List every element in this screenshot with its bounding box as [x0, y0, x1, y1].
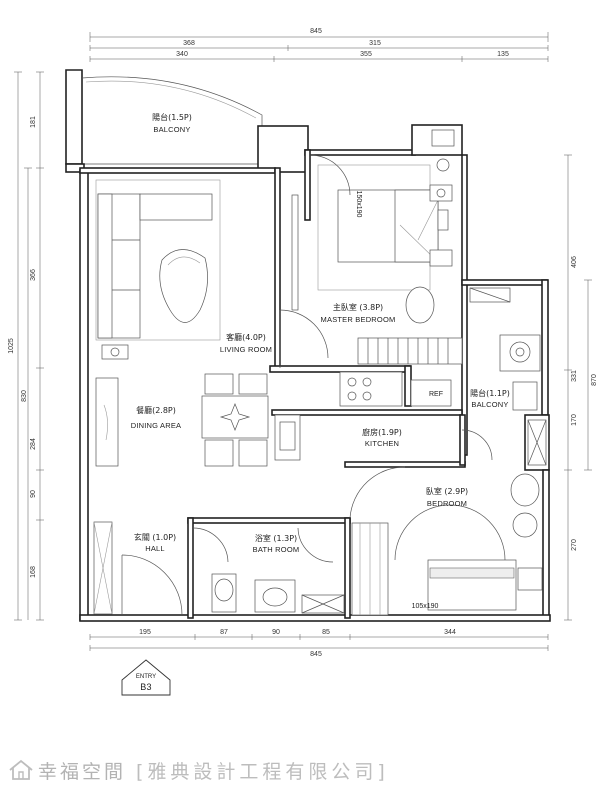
- label-balcony-top-zh: 陽台(1.5P): [152, 112, 192, 122]
- label-kitchen-zh: 廚房(1.9P): [362, 427, 402, 437]
- balcony-right-furniture: [469, 287, 547, 466]
- dim-right-270: 270: [571, 539, 578, 551]
- label-balcony-right-zh: 陽台(1.1P): [470, 388, 510, 398]
- dim-left-284: 284: [30, 438, 37, 450]
- dim-left-366: 366: [30, 269, 37, 281]
- dim-right-331: 331: [571, 370, 578, 382]
- dim-bottom-344: 344: [444, 629, 456, 636]
- room-labels: 陽台(1.5P) BALCONY 客廳(4.0P) LIVING ROOM 主臥…: [131, 112, 510, 610]
- bedroom-furniture: [349, 466, 543, 616]
- dim-bottom-195: 195: [139, 629, 151, 636]
- company-name: [雅典設計工程有限公司]: [136, 760, 389, 783]
- label-ref: REF: [429, 391, 443, 398]
- hall-furniture: [93, 521, 183, 616]
- living-room-furniture: [95, 179, 299, 360]
- dim-top-315: 315: [369, 40, 381, 47]
- master-bedroom-furniture: [309, 129, 463, 365]
- dim-left-1025: 1025: [8, 338, 15, 354]
- bath-furniture: [192, 527, 345, 614]
- dim-top-135: 135: [497, 51, 509, 58]
- label-balcony-top-en: BALCONY: [153, 125, 190, 134]
- label-master-zh: 主臥室 (3.8P): [333, 302, 383, 312]
- bottom-dimensions: 195 87 90 85 344 845: [89, 629, 549, 658]
- top-dimensions: 845 368 315 340 355 135: [89, 28, 549, 62]
- label-master-bed-size: 150x190: [355, 191, 362, 218]
- dim-left-181: 181: [30, 116, 37, 128]
- right-dimensions: 406 331 170 270 870: [564, 154, 598, 621]
- label-bedroom-zh: 臥室 (2.9P): [426, 486, 468, 496]
- dim-bottom-87: 87: [220, 629, 228, 636]
- left-dimensions: 1025 181 366 830 284 90 168: [8, 71, 44, 621]
- dining-furniture: [95, 373, 269, 467]
- footer-watermark: 幸福空間 [雅典設計工程有限公司]: [8, 755, 592, 785]
- label-living-zh: 客廳(4.0P): [226, 332, 266, 342]
- inner-walls: [187, 149, 466, 619]
- label-bed-size: 105x190: [412, 603, 439, 610]
- label-dining-en: DINING AREA: [131, 421, 182, 430]
- dim-top-355: 355: [360, 51, 372, 58]
- balcony-top: [65, 69, 309, 173]
- label-bath-zh: 浴室 (1.3P): [255, 533, 297, 543]
- dim-top-368: 368: [183, 40, 195, 47]
- dim-right-870: 870: [591, 374, 598, 386]
- dim-top-340: 340: [176, 51, 188, 58]
- label-hall-zh: 玄關 (1.0P): [134, 532, 176, 542]
- label-hall-en: HALL: [145, 544, 165, 553]
- label-kitchen-en: KITCHEN: [365, 439, 399, 448]
- label-dining-zh: 餐廳(2.8P): [136, 405, 176, 415]
- outer-walls: [79, 124, 551, 622]
- dim-bottom-85: 85: [322, 629, 330, 636]
- label-bath-en: BATH ROOM: [253, 545, 300, 554]
- label-living-en: LIVING ROOM: [220, 345, 272, 354]
- label-balcony-right-en: BALCONY: [471, 400, 508, 409]
- dim-left-90: 90: [30, 490, 37, 498]
- entry-marker: ENTRY B3: [121, 659, 171, 696]
- house-logo-icon: [9, 759, 33, 780]
- dim-left-830: 830: [21, 390, 28, 402]
- dim-bottom-total: 845: [310, 651, 322, 658]
- dim-left-168: 168: [30, 566, 37, 578]
- dim-right-170: 170: [571, 414, 578, 426]
- entry-label: ENTRY: [136, 674, 156, 680]
- label-master-en: MASTER BEDROOM: [321, 315, 396, 324]
- dim-right-406: 406: [571, 256, 578, 268]
- living-door: [279, 309, 329, 368]
- entry-code: B3: [140, 682, 151, 692]
- label-bedroom-en: BEDROOM: [427, 499, 467, 508]
- kitchen-furniture: [274, 371, 493, 461]
- brand-name: 幸福空間: [38, 760, 127, 783]
- dim-bottom-90: 90: [272, 629, 280, 636]
- dim-top-total: 845: [310, 28, 322, 35]
